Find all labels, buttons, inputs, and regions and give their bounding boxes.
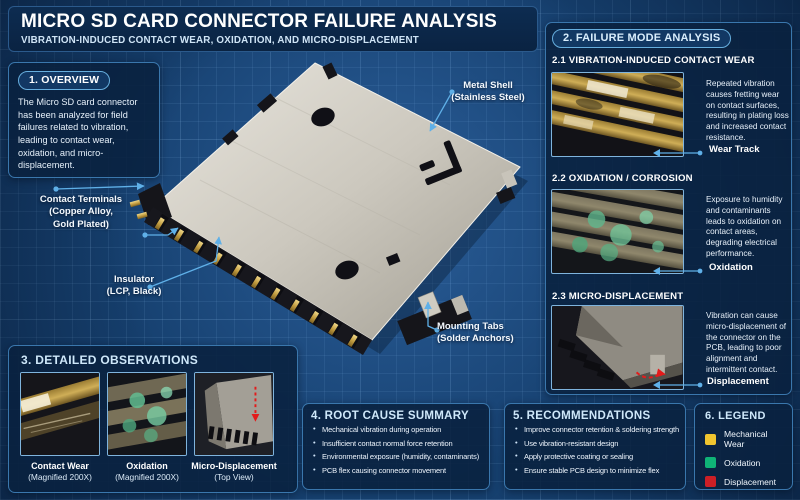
failure-mode-panel: 2. FAILURE MODE ANALYSIS 2.1 VIBRATION-I… (545, 22, 792, 395)
connector-photo (53, 62, 528, 355)
root-cause-heading: 4. ROOT CAUSE SUMMARY (311, 410, 469, 422)
recommendations-heading: 5. RECOMMENDATIONS (513, 410, 651, 422)
wear-photo (551, 72, 684, 157)
oxidation-label: Oxidation (709, 262, 753, 273)
recommendation-item: Use vibration-resistant design (513, 438, 680, 448)
failure-mode-2-body: Exposure to humidity and contaminants le… (706, 195, 783, 259)
displacement-photo (551, 305, 684, 390)
page-title: MICRO SD CARD CONNECTOR FAILURE ANALYSIS (21, 11, 497, 32)
recommendations-panel: 5. RECOMMENDATIONS Improve connector ret… (504, 403, 686, 490)
failure-mode-3-body: Vibration can cause micro-displacement o… (706, 311, 787, 375)
callout-dots (53, 89, 455, 333)
oxidation-thumb (107, 372, 187, 456)
root-cause-panel: 4. ROOT CAUSE SUMMARY Mechanical vibrati… (302, 403, 490, 490)
micro-displacement-thumb (194, 372, 274, 456)
legend-panel: 6. LEGEND Mechanical Wear Oxidation Disp… (694, 403, 793, 490)
mounting-tabs-shape (397, 291, 472, 346)
callout-arrow-icon (653, 149, 703, 157)
wear-track-label: Wear Track (709, 144, 760, 155)
displacement-label: Displacement (707, 376, 769, 387)
latch-slot (419, 140, 462, 186)
thumb-caption-3: Micro-Displacement (Top View) (191, 461, 277, 483)
callout-arrow-icon (653, 381, 703, 389)
root-cause-list: Mechanical vibration during operation In… (311, 424, 483, 475)
callout-lines (55, 91, 453, 331)
metal-shell-label: Metal Shell (Stainless Steel) (451, 80, 525, 104)
contact-pins (153, 213, 362, 349)
recommendation-item: Apply protective coating or sealing (513, 451, 680, 461)
recommendations-list: Improve connector retention & soldering … (513, 424, 680, 475)
contact-wear-thumb (20, 372, 100, 456)
legend-item-oxidation: Oxidation (705, 457, 786, 468)
contact-terminals-label: Contact Terminals (Copper Alloy, Gold Pl… (39, 194, 123, 230)
thumb-caption-2: Oxidation (Magnified 200X) (115, 461, 179, 483)
observations-heading: 3. DETAILED OBSERVATIONS (21, 353, 198, 367)
legend-heading: 6. LEGEND (705, 410, 766, 422)
observations-panel: 3. DETAILED OBSERVATIONS (8, 345, 298, 493)
mechanical-wear-swatch (705, 433, 716, 445)
legend-item-displacement: Displacement (705, 476, 786, 487)
overview-body: The Micro SD card connector has been ana… (18, 97, 138, 171)
displacement-swatch (705, 476, 716, 487)
insulator-label: Insulator (LCP, Black) (106, 274, 162, 298)
legend-item-mechanical-wear: Mechanical Wear (705, 429, 786, 449)
failure-mode-2-heading: 2.2 OXIDATION / CORROSION (552, 173, 693, 184)
recommendation-item: Improve connector retention & soldering … (513, 424, 680, 434)
thumb-caption-1: Contact Wear (Magnified 200X) (28, 461, 92, 483)
failure-mode-1-body: Repeated vibration causes fretting wear … (706, 79, 789, 143)
callout-arrow-icon (653, 267, 703, 275)
overview-heading: 1. OVERVIEW (18, 71, 111, 90)
root-cause-item: Mechanical vibration during operation (311, 424, 483, 434)
recommendation-item: Ensure stable PCB design to minimize fle… (513, 465, 680, 475)
root-cause-item: Insufficient contact normal force retent… (311, 438, 483, 448)
oxidation-swatch (705, 457, 716, 468)
failure-mode-3-heading: 2.3 MICRO-DISPLACEMENT (552, 291, 684, 302)
page-subtitle: VIBRATION-INDUCED CONTACT WEAR, OXIDATIO… (21, 34, 419, 46)
failure-mode-1-heading: 2.1 VIBRATION-INDUCED CONTACT WEAR (552, 55, 755, 66)
root-cause-item: Environmental exposure (humidity, contam… (311, 451, 483, 461)
root-cause-item: PCB flex causing connector movement (311, 465, 483, 475)
oxidation-photo (551, 189, 684, 274)
failure-mode-heading: 2. FAILURE MODE ANALYSIS (552, 29, 732, 48)
mounting-tabs-label: Mounting Tabs (Solder Anchors) (437, 321, 514, 345)
overview-panel: 1. OVERVIEW The Micro SD card connector … (8, 62, 160, 178)
header: MICRO SD CARD CONNECTOR FAILURE ANALYSIS… (8, 6, 538, 52)
